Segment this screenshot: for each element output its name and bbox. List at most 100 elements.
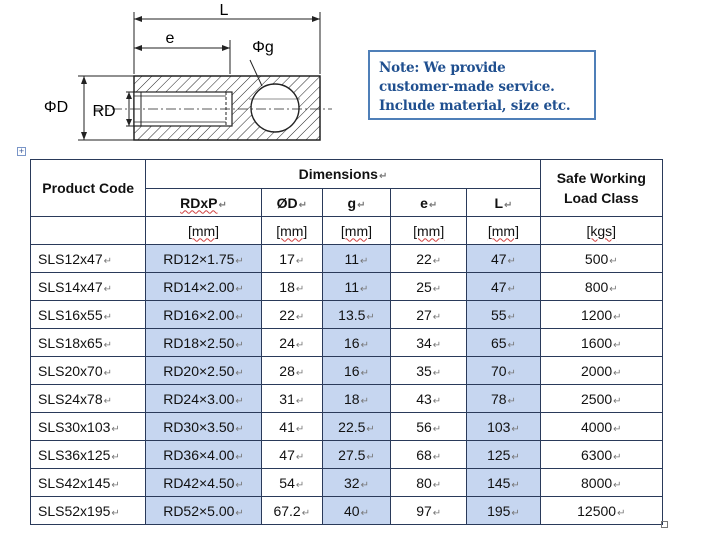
drawing-label-phi-g: Φg (252, 39, 274, 56)
cell-product-code: SLS52x195↵ (29, 496, 147, 525)
cell-safe-load: 500↵ (539, 244, 664, 273)
cell-rdxp: RD18×2.50↵ (145, 328, 262, 357)
cell-e: 27↵ (390, 300, 468, 329)
cell-rdxp: RD14×2.00↵ (145, 272, 262, 301)
specification-table: Product Code Dimensions↵ Safe Working Lo… (29, 159, 664, 525)
table-row: SLS12x47↵RD12×1.75↵17↵11↵22↵47↵500↵ (29, 244, 664, 273)
cell-L: 78↵ (466, 384, 541, 413)
cell-g: 13.5↵ (321, 300, 392, 329)
cell-safe-load: 2000↵ (539, 356, 664, 385)
drawing-label-RD: RD (92, 103, 115, 120)
cell-e: 34↵ (390, 328, 468, 357)
cell-g: 40↵ (321, 496, 392, 525)
cell-safe-load: 800↵ (539, 272, 664, 301)
cell-od: 67.2↵ (260, 496, 323, 525)
cell-g: 32↵ (321, 468, 392, 497)
cell-od: 24↵ (260, 328, 323, 357)
units-blank (29, 216, 147, 245)
header-col-L: L↵ (466, 188, 541, 217)
drawing-label-L: L (220, 2, 229, 19)
table-row: SLS14x47↵RD14×2.00↵18↵11↵25↵47↵800↵ (29, 272, 664, 301)
cell-od: 47↵ (260, 440, 323, 469)
cell-product-code: SLS12x47↵ (29, 244, 147, 273)
cell-safe-load: 2500↵ (539, 384, 664, 413)
cell-od: 31↵ (260, 384, 323, 413)
cell-g: 16↵ (321, 356, 392, 385)
cell-L: 125↵ (466, 440, 541, 469)
table-move-handle-icon[interactable]: + (17, 146, 26, 156)
cell-od: 17↵ (260, 244, 323, 273)
cell-safe-load: 4000↵ (539, 412, 664, 441)
cell-g: 16↵ (321, 328, 392, 357)
cell-od: 18↵ (260, 272, 323, 301)
drawing-label-phi-D: ΦD (44, 99, 68, 116)
unit-od: [mm] (260, 216, 323, 245)
table-row: SLS18x65↵RD18×2.50↵24↵16↵34↵65↵1600↵ (29, 328, 664, 357)
customer-service-note: Note: We provide customer-made service. … (368, 50, 596, 120)
table-resize-handle[interactable] (661, 521, 668, 528)
unit-e: [mm] (390, 216, 468, 245)
cell-L: 65↵ (466, 328, 541, 357)
table-row: SLS42x145↵RD42×4.50↵54↵32↵80↵145↵8000↵ (29, 468, 664, 497)
cell-rdxp: RD16×2.00↵ (145, 300, 262, 329)
table-row: SLS24x78↵RD24×3.00↵31↵18↵43↵78↵2500↵ (29, 384, 664, 413)
cell-rdxp: RD36×4.00↵ (145, 440, 262, 469)
cell-product-code: SLS24x78↵ (29, 384, 147, 413)
cell-product-code: SLS16x55↵ (29, 300, 147, 329)
cell-e: 43↵ (390, 384, 468, 413)
drawing-label-e: e (166, 30, 175, 47)
cell-e: 56↵ (390, 412, 468, 441)
cell-safe-load: 1200↵ (539, 300, 664, 329)
cell-od: 54↵ (260, 468, 323, 497)
cell-e: 68↵ (390, 440, 468, 469)
cell-e: 97↵ (390, 496, 468, 525)
cell-rdxp: RD52×5.00↵ (145, 496, 262, 525)
cell-product-code: SLS36x125↵ (29, 440, 147, 469)
cell-rdxp: RD42×4.50↵ (145, 468, 262, 497)
unit-rdxp: [mm] (145, 216, 262, 245)
cell-g: 11↵ (321, 272, 392, 301)
cell-e: 80↵ (390, 468, 468, 497)
cell-od: 41↵ (260, 412, 323, 441)
cell-L: 103↵ (466, 412, 541, 441)
header-col-e: e↵ (390, 188, 468, 217)
cell-L: 70↵ (466, 356, 541, 385)
cell-od: 22↵ (260, 300, 323, 329)
cell-product-code: SLS30x103↵ (29, 412, 147, 441)
cell-L: 195↵ (466, 496, 541, 525)
note-line-2: customer-made service. (379, 79, 555, 95)
header-col-od: ØD↵ (260, 188, 323, 217)
cell-g: 11↵ (321, 244, 392, 273)
cell-L: 55↵ (466, 300, 541, 329)
header-product-code: Product Code (29, 159, 147, 217)
note-line-1: Note: We provide (379, 60, 506, 76)
note-line-3: Include material, size etc. (379, 98, 571, 114)
cell-safe-load: 8000↵ (539, 468, 664, 497)
cell-od: 28↵ (260, 356, 323, 385)
cell-product-code: SLS20x70↵ (29, 356, 147, 385)
cell-L: 145↵ (466, 468, 541, 497)
header-col-g: g↵ (321, 188, 392, 217)
cell-rdxp: RD20×2.50↵ (145, 356, 262, 385)
cell-rdxp: RD12×1.75↵ (145, 244, 262, 273)
cell-safe-load: 6300↵ (539, 440, 664, 469)
header-safe-working-load: Safe Working Load Class (539, 159, 664, 217)
header-dimensions: Dimensions↵ (145, 159, 541, 189)
table-row: SLS52x195↵RD52×5.00↵67.2↵40↵97↵195↵12500… (29, 496, 664, 525)
header-col-rdxp: RDxP↵ (145, 188, 262, 217)
cell-safe-load: 1600↵ (539, 328, 664, 357)
cell-g: 22.5↵ (321, 412, 392, 441)
unit-kgs: [kgs] (539, 216, 664, 245)
cell-g: 18↵ (321, 384, 392, 413)
cell-product-code: SLS14x47↵ (29, 272, 147, 301)
cell-L: 47↵ (466, 244, 541, 273)
cell-rdxp: RD24×3.00↵ (145, 384, 262, 413)
cell-product-code: SLS42x145↵ (29, 468, 147, 497)
table-row: SLS16x55↵RD16×2.00↵22↵13.5↵27↵55↵1200↵ (29, 300, 664, 329)
cell-product-code: SLS18x65↵ (29, 328, 147, 357)
table-row: SLS36x125↵RD36×4.00↵47↵27.5↵68↵125↵6300↵ (29, 440, 664, 469)
table-row: SLS20x70↵RD20×2.50↵28↵16↵35↵70↵2000↵ (29, 356, 664, 385)
cell-e: 35↵ (390, 356, 468, 385)
table-row: SLS30x103↵RD30×3.50↵41↵22.5↵56↵103↵4000↵ (29, 412, 664, 441)
cell-rdxp: RD30×3.50↵ (145, 412, 262, 441)
